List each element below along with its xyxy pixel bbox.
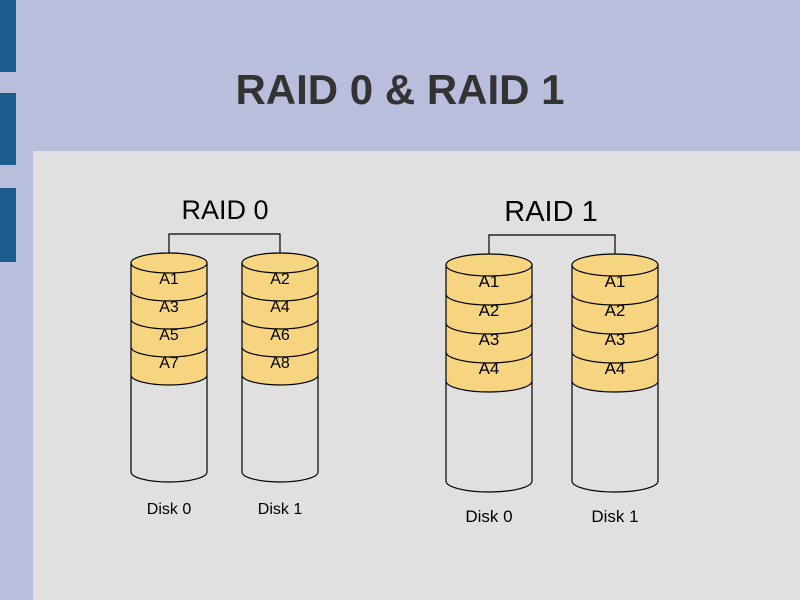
raid-1-disk-0-block-label: A2 — [479, 301, 500, 320]
raid-0-disk-1-filled — [241, 262, 319, 386]
raid-1-disk-1-filled — [571, 264, 659, 393]
raid-1-disk-0-separator — [445, 322, 533, 335]
raid-0-disk-1-separator — [241, 290, 319, 302]
raid-1-disk-0-separator — [445, 351, 533, 364]
raid-0-connector — [168, 233, 281, 253]
raid-1-disk-0-block-label: A4 — [479, 359, 500, 378]
raid-0-disk-0-filled — [130, 262, 208, 386]
raid-1-disk-1-separator — [571, 322, 659, 335]
raid-0-disk-0-label: Disk 0 — [147, 501, 192, 518]
raid-1-disk-1-separator — [571, 293, 659, 306]
raid-1-disk-0-block-label: A3 — [479, 330, 500, 349]
raid-1-disk-1-separator — [571, 351, 659, 364]
raid-0-disk-1-separator — [241, 318, 319, 330]
raid-1-disk-1-body — [571, 380, 659, 493]
raid-0-disk-1-block-label: A4 — [270, 299, 290, 316]
raid-0-disk-0-separator — [130, 290, 208, 302]
raid-0-title: RAID 0 — [181, 195, 268, 225]
raid-1-disk-1-block-label: A1 — [605, 272, 626, 291]
raid-0-disk-1-body — [241, 374, 319, 483]
raid-0-disk-0-cap — [130, 252, 208, 274]
raid-0-disk-0-block-label: A5 — [159, 327, 179, 344]
raid-1-disk-0-separator — [445, 293, 533, 306]
raid-1-disk-1-block-label: A3 — [605, 330, 626, 349]
raid-0-disk-0-block-label: A7 — [159, 355, 179, 372]
slide-title: RAID 0 & RAID 1 — [235, 66, 565, 113]
raid-0-disk-1-separator — [241, 346, 319, 358]
raid-0-disk-0-separator — [130, 318, 208, 330]
raid-1-disk-1-block-label: A4 — [605, 359, 626, 378]
raid-1-disk-0-block-label: A1 — [479, 272, 500, 291]
raid-0-disk-1-block-label: A8 — [270, 355, 290, 372]
raid-1-disk-0-label: Disk 0 — [465, 507, 512, 526]
raid-0-disk-1-cap — [241, 252, 319, 274]
raid-1-disk-0-body — [445, 380, 533, 493]
raid-1-disk-1-block-label: A2 — [605, 301, 626, 320]
raid-0-disk-0-block-label: A1 — [159, 271, 179, 288]
left-accent-bar — [0, 0, 16, 72]
raid-0-disk-1-label: Disk 1 — [258, 501, 303, 518]
raid-1-disk-0-filled — [445, 264, 533, 393]
raid-0-disk-0-body — [130, 374, 208, 483]
raid-0-disk-0-block-label: A3 — [159, 299, 179, 316]
raid-1-title: RAID 1 — [504, 196, 597, 228]
raid-0-disk-1-block-label: A6 — [270, 327, 290, 344]
raid-1-disk-1-cap — [571, 253, 659, 277]
left-accent-bar — [0, 93, 16, 165]
raid-1-connector — [488, 234, 616, 254]
raid-1-disk-1-label: Disk 1 — [591, 507, 638, 526]
raid-0-disk-1-block-label: A2 — [270, 271, 290, 288]
left-accent-bar — [0, 188, 16, 262]
raid-0-disk-0-separator — [130, 346, 208, 358]
raid-1-disk-0-cap — [445, 253, 533, 277]
